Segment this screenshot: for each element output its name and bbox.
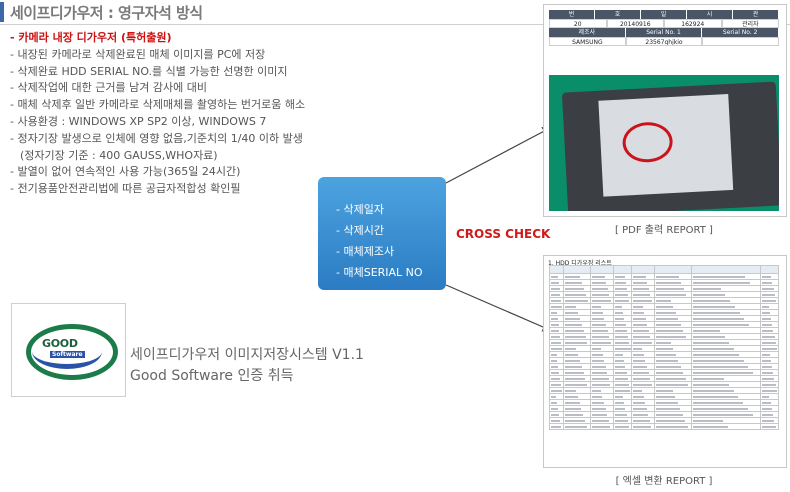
good-software-logo: GOOD Software (11, 303, 126, 397)
cross-check-label: CROSS CHECK (456, 227, 551, 241)
info-item-maker: - 매체제조사 (336, 245, 395, 258)
feature-item: - 내장된 카메라로 삭제완료된 매체 이미지를 PC에 저장 (10, 47, 266, 61)
excel-row (549, 399, 780, 406)
excel-row (549, 345, 780, 352)
hdd-photo (549, 75, 779, 211)
logo-swoosh (32, 334, 102, 369)
feature-item-camera: - 카메라 내장 디가우저 (특허출원) (10, 31, 172, 44)
arrow-to-excel (445, 284, 553, 332)
excel-row (549, 265, 780, 274)
feature-item: - 정자기장 발생으로 인체에 영향 없음,기준치의 1/40 이하 발생 (10, 131, 303, 145)
feature-item: - 매체 삭제후 일반 카메라로 삭제매체를 촬영하는 번거로움 해소 (10, 98, 306, 112)
excel-sheet-title: 1. HDD 디가우징 리스트 (548, 260, 612, 267)
logo-text: GOOD (42, 337, 78, 350)
logo-subtext: Software (50, 351, 85, 358)
feature-item: - 사용환경 : WINDOWS XP SP2 이상, WINDOWS 7 (10, 114, 267, 128)
feature-list: - 카메라 내장 디가우저 (특허출원) - 내장된 카메라로 삭제완료된 매체… (10, 30, 305, 198)
title-accent-mark (0, 2, 4, 22)
deletion-info-box: - 삭제일자 - 삭제시간 - 매체제조사 - 매체SERIAL NO (318, 177, 446, 290)
certification-product: 세이프디가우저 이미지저장시스템 V1.1 (130, 347, 364, 363)
feature-item: - 발열이 없어 연속적인 사용 가능(365일 24시간) (10, 165, 241, 179)
hdd-image (561, 81, 779, 211)
feature-item: - 삭제완료 HDD SERIAL NO.를 식별 가능한 선명한 이미지 (10, 64, 288, 78)
feature-item-note: (정자기장 기준 : 400 GAUSS,WHO자료) (20, 148, 218, 162)
logo-ring (26, 324, 118, 380)
arrow-to-pdf (445, 126, 553, 184)
excel-row (549, 279, 780, 286)
excel-table (549, 265, 780, 430)
page-title: 세이프디가우저 : 영구자석 방식 (10, 4, 203, 22)
excel-row (549, 309, 780, 316)
feature-item: - 전기용품안전관리법에 따른 공급자적합성 확인필 (10, 182, 241, 196)
feature-item: - 삭제작업에 대한 근거를 남겨 감사에 대비 (10, 81, 207, 95)
excel-row (549, 303, 780, 310)
info-item-time: - 삭제시간 (336, 224, 384, 237)
certification-status: Good Software 인증 취득 (130, 368, 294, 384)
excel-row (549, 339, 780, 346)
title-bar: 세이프디가우저 : 영구자석 방식 (0, 2, 790, 25)
pdf-report-caption: [ PDF 출력 REPORT ] (615, 225, 713, 236)
title-divider (0, 24, 790, 25)
info-item-serial: - 매체SERIAL NO (336, 266, 423, 279)
excel-report-preview: 1. HDD 디가우징 리스트 (543, 255, 787, 468)
excel-row (549, 423, 780, 430)
excel-report-caption: [ 엑셀 변환 REPORT ] (615, 476, 713, 487)
info-item-date: - 삭제일자 (336, 203, 384, 216)
